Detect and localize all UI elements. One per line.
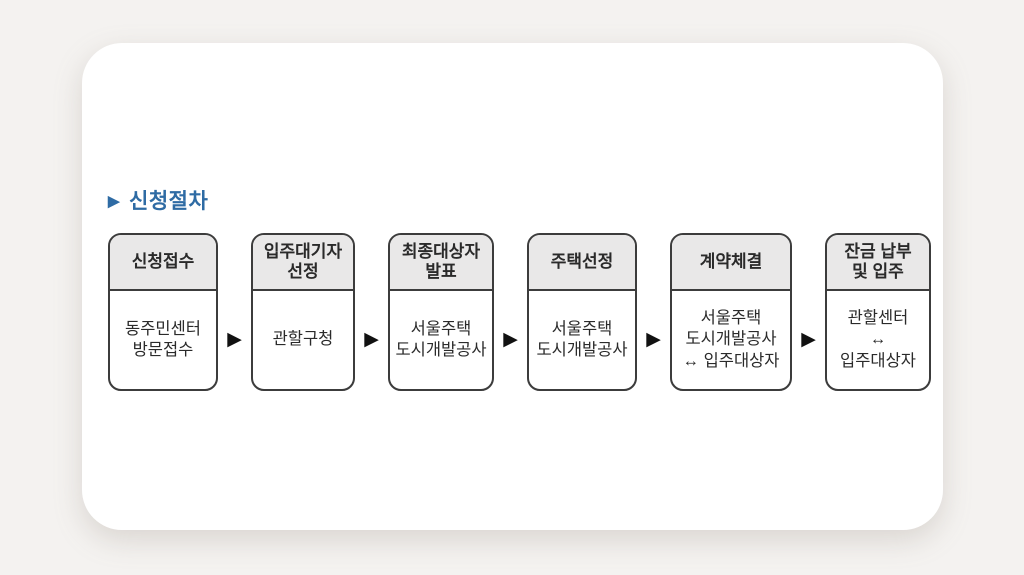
step-header: 신청접수 [110, 235, 216, 291]
step-header: 주택선정 [529, 235, 635, 291]
step-body: 서울주택 도시개발공사 ↔ 입주대상자 [682, 309, 780, 370]
step-body: 관할구청 [272, 330, 334, 349]
right-arrow-icon: ▶ [227, 329, 242, 350]
step-body: 관할센터 ↔ 입주대상자 [840, 309, 916, 370]
right-arrow-icon: ▶ [646, 329, 661, 350]
flow-step-final-candidate-announcement: 최종대상자 발표 서울주택 도시개발공사 [388, 233, 494, 391]
flow-arrow: ▶ [637, 233, 670, 349]
title-bullet-triangle-icon: ▶ [108, 192, 121, 210]
step-body: 서울주택 도시개발공사 [395, 319, 487, 359]
flow-arrow: ▶ [218, 233, 251, 349]
step-header: 최종대상자 발표 [390, 235, 492, 291]
section-title: ▶ 신청절차 [108, 185, 208, 215]
content-card: ▶ 신청절차 신청접수 동주민센터 방문접수 ▶ 입주대기자 선정 관할구청 ▶… [82, 43, 943, 530]
flow-step-housing-selection: 주택선정 서울주택 도시개발공사 [527, 233, 637, 391]
step-header: 입주대기자 선정 [253, 235, 353, 291]
step-body: 동주민센터 방문접수 [125, 319, 201, 359]
flow-step-application-receipt: 신청접수 동주민센터 방문접수 [108, 233, 218, 391]
step-header: 잔금 납부 및 입주 [827, 235, 929, 291]
right-arrow-icon: ▶ [503, 329, 518, 350]
right-arrow-icon: ▶ [801, 329, 816, 350]
flow-arrow: ▶ [355, 233, 388, 349]
flow-arrow: ▶ [494, 233, 527, 349]
step-header: 계약체결 [672, 235, 790, 291]
flow-step-balance-payment-movein: 잔금 납부 및 입주 관할센터 ↔ 입주대상자 [825, 233, 931, 391]
step-body: 서울주택 도시개발공사 [536, 319, 628, 359]
flow-step-contract-signing: 계약체결 서울주택 도시개발공사 ↔ 입주대상자 [670, 233, 792, 391]
section-title-text: 신청절차 [129, 190, 209, 213]
flow-arrow: ▶ [792, 233, 825, 349]
right-arrow-icon: ▶ [364, 329, 379, 350]
flow-step-waitlist-selection: 입주대기자 선정 관할구청 [251, 233, 355, 391]
application-procedure-flow: 신청접수 동주민센터 방문접수 ▶ 입주대기자 선정 관할구청 ▶ 최종대상자 … [108, 233, 931, 391]
